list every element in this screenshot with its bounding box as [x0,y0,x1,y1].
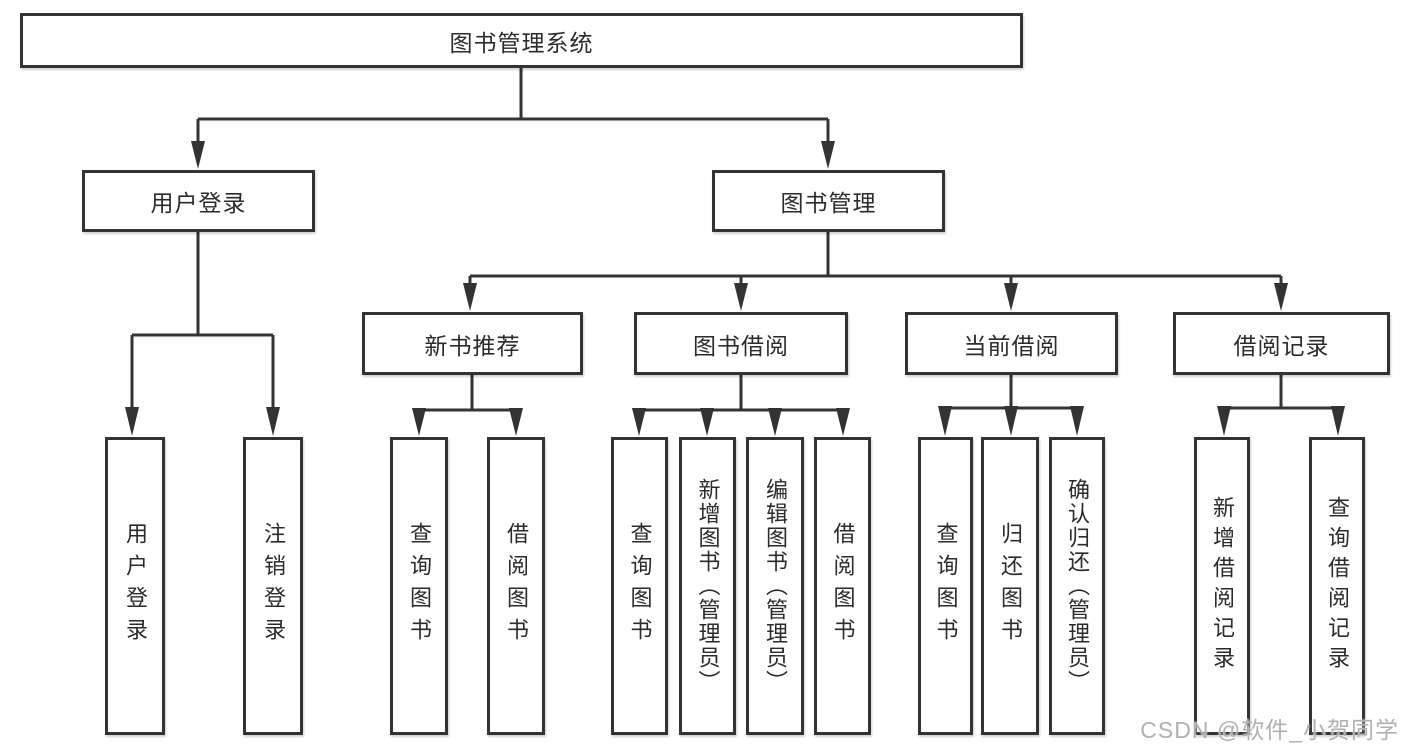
leaf-borrowing-edit-books-admin: 编辑图书（管理员） [746,437,804,735]
leaf-borrowing-borrow-books: 借阅图书 [814,437,871,735]
node-borrowing-records: 借阅记录 [1173,312,1390,375]
leaf-current-confirm-return-admin: 确认归还（管理员） [1049,437,1105,735]
arrowheads [125,141,1345,436]
leaf-records-query-record: 查询借阅记录 [1309,437,1365,735]
leaf-borrowing-add-books-admin: 新增图书（管理员） [679,437,736,735]
leaf-current-return-books: 归还图书 [981,437,1039,735]
node-current-borrowing: 当前借阅 [905,312,1118,375]
node-user-login: 用户登录 [82,170,315,232]
node-root-system-title: 图书管理系统 [20,13,1023,68]
leaf-logout: 注销登录 [243,437,303,735]
csdn-watermark: CSDN @软件_小贺同学 [1140,717,1399,743]
leaf-records-add-record: 新增借阅记录 [1194,437,1250,735]
node-book-management: 图书管理 [712,170,945,232]
leaf-current-query-books: 查询图书 [918,437,973,735]
leaf-recommend-query-books: 查询图书 [390,437,448,735]
node-new-book-recommend: 新书推荐 [362,312,583,375]
leaf-borrowing-query-books: 查询图书 [611,437,668,735]
node-book-borrowing: 图书借阅 [634,312,848,375]
leaf-user-login: 用户登录 [105,437,165,735]
leaf-recommend-borrow-books: 借阅图书 [487,437,545,735]
